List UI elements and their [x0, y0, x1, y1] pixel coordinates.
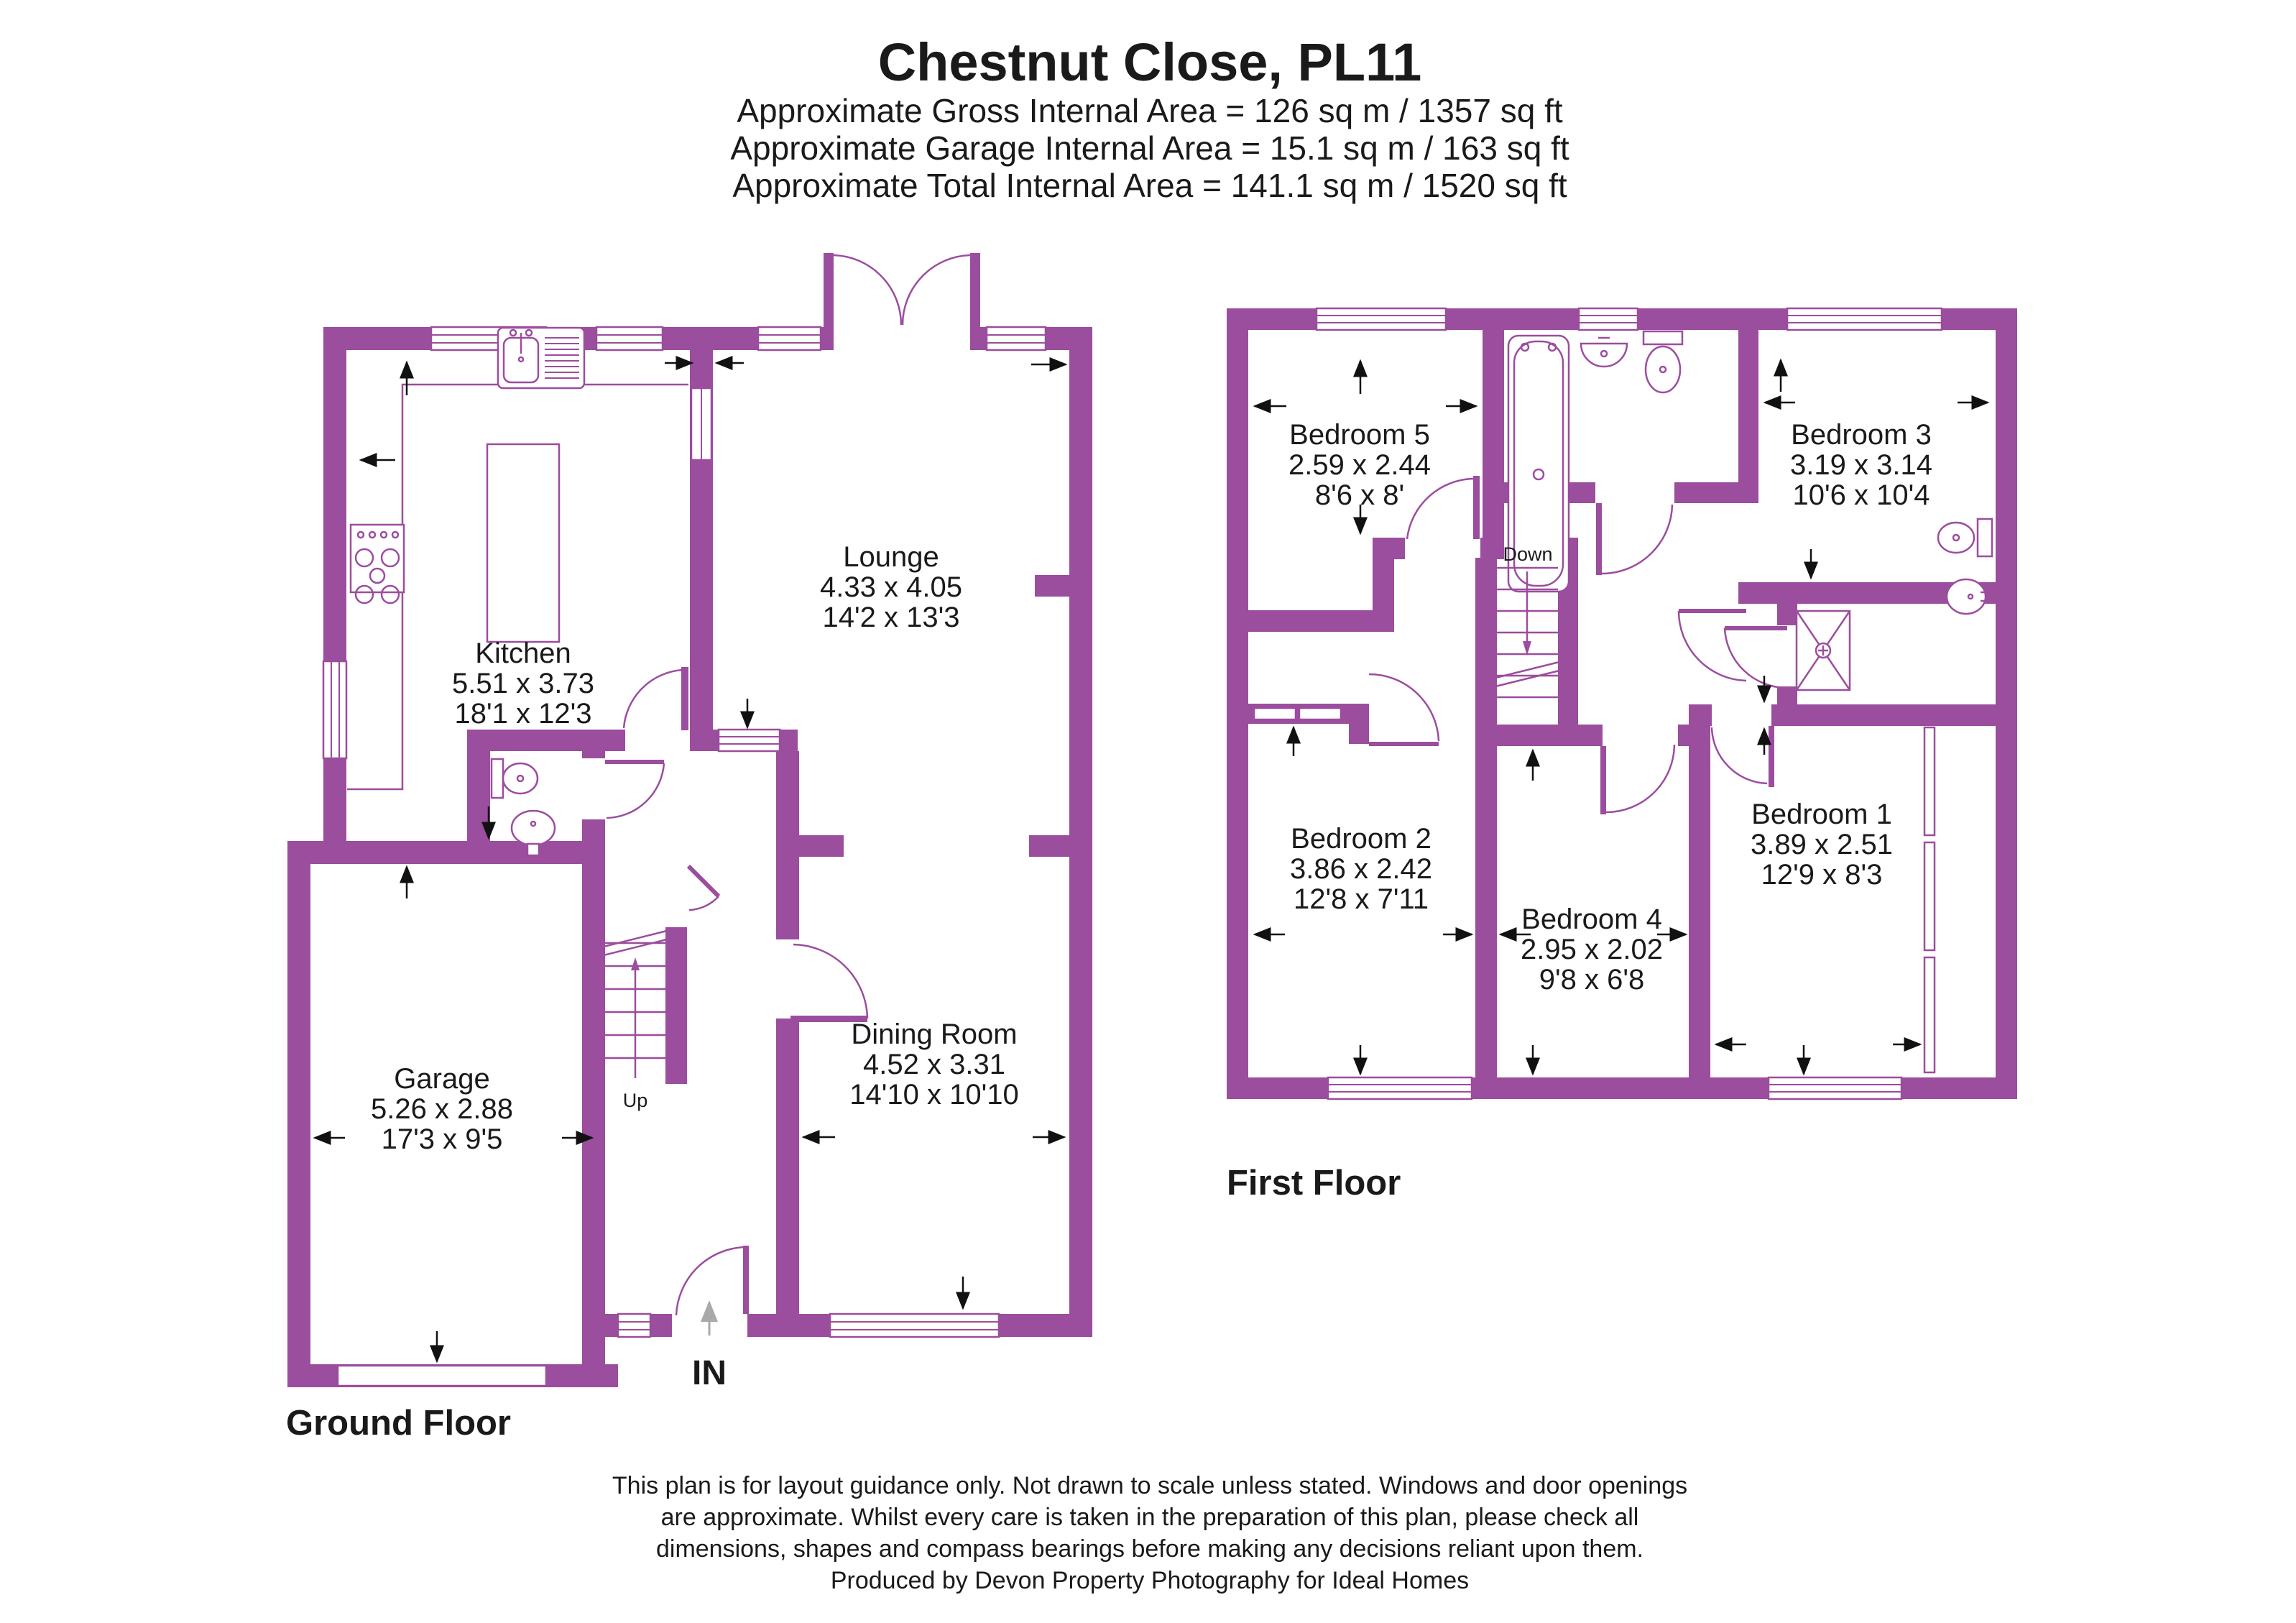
- first-labels: Bedroom 5 2.59 x 2.44 8'6 x 8' Bedroom 3…: [1227, 419, 1932, 1203]
- ground-openings: [581, 324, 970, 1338]
- wardrobe: [1923, 726, 1936, 1074]
- entrance-door: [675, 1246, 749, 1316]
- bathroom-door: [1596, 503, 1674, 575]
- cupboard-door: [1298, 707, 1342, 721]
- lounge-dims-ft: 14'2 x 13'3: [823, 602, 960, 633]
- ground-doors: [605, 253, 980, 1316]
- bedroom4-dims-m: 2.95 x 2.02: [1521, 934, 1663, 965]
- kitchen-island: [486, 443, 561, 643]
- bedroom1-dims-m: 3.89 x 2.51: [1751, 829, 1893, 860]
- bedroom4-door: [1600, 744, 1676, 814]
- bedroom1-door: [1710, 726, 1774, 787]
- ground-floor-title: Ground Floor: [286, 1404, 511, 1443]
- bedroom3-door: [1677, 609, 1747, 682]
- sink-fixture: [497, 326, 586, 390]
- disclaimer-line-1: This plan is for layout guidance only. N…: [612, 1472, 1687, 1499]
- garage-label: Garage: [394, 1063, 489, 1095]
- first-fixtures: [1492, 330, 1993, 1074]
- bedroom2-dims-ft: 12'8 x 7'11: [1294, 883, 1429, 915]
- hob-fixture: [349, 523, 405, 604]
- shower-basin-fixture: [1945, 578, 1991, 615]
- shower-room-door: [1723, 626, 1787, 689]
- bedroom5-dims-m: 2.59 x 2.44: [1288, 449, 1431, 481]
- kitchen-dims-ft: 18'1 x 12'3: [455, 698, 592, 730]
- bedroom5-door: [1406, 476, 1480, 540]
- first-dimension-arrows: [1253, 358, 1990, 1076]
- disclaimer-line-4: Produced by Devon Property Photography f…: [831, 1567, 1469, 1594]
- french-doors: [824, 253, 980, 327]
- wc-basin-fixture: [510, 809, 556, 857]
- first-floor-title: First Floor: [1227, 1164, 1401, 1203]
- bedroom1-label: Bedroom 1: [1751, 799, 1892, 830]
- bedroom2-dims-m: 3.86 x 2.42: [1290, 853, 1432, 885]
- bathroom-toilet-fixture: [1642, 330, 1684, 394]
- disclaimer-line-3: dimensions, shapes and compass bearings …: [656, 1535, 1643, 1563]
- kitchen-dims-m: 5.51 x 3.73: [452, 668, 594, 699]
- ground-labels: Kitchen 5.51 x 3.73 18'1 x 12'3 Lounge 4…: [286, 541, 1019, 1443]
- bedroom3-dims-m: 3.19 x 3.14: [1790, 449, 1932, 481]
- bedroom5-dims-ft: 8'6 x 8': [1315, 479, 1404, 511]
- lounge-label: Lounge: [843, 541, 939, 573]
- garage-door: [336, 1364, 548, 1387]
- shower-toilet-fixture: [1937, 518, 1993, 558]
- understairs-door: [686, 864, 721, 911]
- ground-dimension-arrows: [313, 356, 1068, 1364]
- kitchen-label: Kitchen: [475, 638, 571, 669]
- bedroom4-dims-ft: 9'8 x 6'8: [1539, 964, 1644, 996]
- page-title: Chestnut Close, PL11: [878, 32, 1422, 92]
- footer-disclaimer: This plan is for layout guidance only. N…: [612, 1472, 1687, 1594]
- dining-door: [790, 943, 869, 1022]
- lounge-dims-m: 4.33 x 4.05: [820, 571, 962, 603]
- disclaimer-line-2: are approximate. Whilst every care is ta…: [661, 1504, 1639, 1531]
- garage-dims-m: 5.26 x 2.88: [371, 1093, 513, 1125]
- bedroom1-dims-ft: 12'9 x 8'3: [1761, 859, 1883, 891]
- kitchen-door: [622, 667, 688, 730]
- ground-floor-plan: Kitchen 5.51 x 3.73 18'1 x 12'3 Lounge 4…: [286, 253, 1092, 1443]
- ground-windows: [322, 326, 1047, 1338]
- entrance-label: IN: [692, 1354, 727, 1392]
- bedroom4-label: Bedroom 4: [1521, 904, 1662, 935]
- dining-dims-ft: 14'10 x 10'10: [849, 1079, 1018, 1111]
- shower-fixture: [1795, 610, 1851, 691]
- stairs-down-label: Down: [1503, 543, 1552, 565]
- first-doors: [1368, 476, 1787, 814]
- bedroom2-label: Bedroom 2: [1291, 823, 1431, 855]
- dining-label: Dining Room: [851, 1019, 1017, 1050]
- bedroom5-label: Bedroom 5: [1289, 419, 1430, 451]
- gross-area-line: Approximate Gross Internal Area = 126 sq…: [737, 92, 1563, 129]
- garage-dims-ft: 17'3 x 9'5: [382, 1123, 503, 1155]
- total-area-line: Approximate Total Internal Area = 141.1 …: [732, 167, 1567, 204]
- stairs-up-label: Up: [623, 1090, 648, 1111]
- stairs-down: [1492, 566, 1563, 699]
- ground-fixtures: [336, 326, 718, 1387]
- dining-dims-m: 4.52 x 3.31: [863, 1049, 1005, 1080]
- wc-toilet-fixture: [490, 758, 539, 799]
- cupboard-door: [1253, 707, 1297, 721]
- bathroom-basin-fixture: [1580, 336, 1628, 368]
- bath-fixture: [1507, 334, 1570, 593]
- garage-area-line: Approximate Garage Internal Area = 15.1 …: [730, 129, 1569, 167]
- first-floor-plan: Bedroom 5 2.59 x 2.44 8'6 x 8' Bedroom 3…: [1227, 307, 2017, 1203]
- ground-walls: [287, 327, 1092, 1387]
- bedroom3-label: Bedroom 3: [1791, 419, 1932, 451]
- header: Chestnut Close, PL11 Approximate Gross I…: [730, 32, 1569, 204]
- first-windows: [1253, 307, 1943, 1100]
- bedroom3-dims-ft: 10'6 x 10'4: [1793, 479, 1930, 511]
- wc-door: [605, 760, 665, 819]
- stairs-up: [600, 929, 670, 1078]
- bedroom2-door: [1368, 673, 1440, 746]
